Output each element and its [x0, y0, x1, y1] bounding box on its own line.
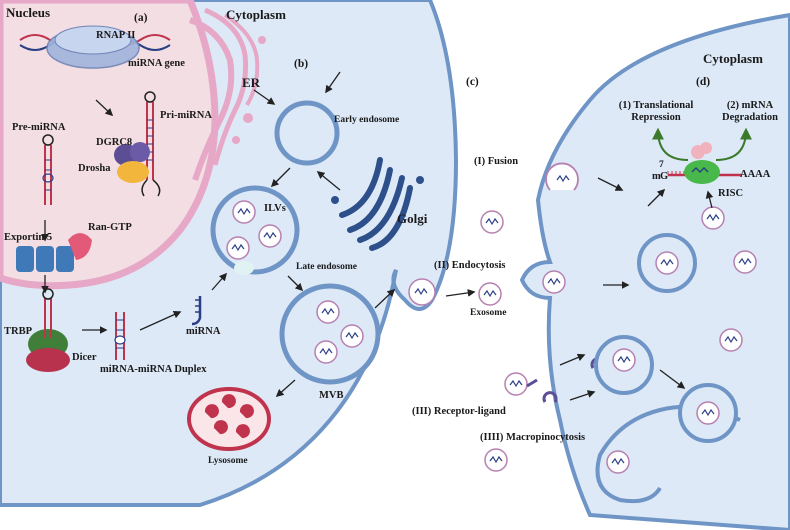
golgi-apparatus [331, 157, 424, 251]
polya-label: AAAA [740, 169, 771, 180]
panel-d-label: (d) [696, 76, 711, 88]
lysosome-label: Lysosome [208, 456, 248, 466]
mvb-label: MVB [319, 390, 344, 401]
recipient-endosomes [542, 206, 757, 474]
translational-repression-label: (1) Translational Repression [606, 100, 706, 123]
mirna-gene-label: miRNA gene [128, 58, 185, 69]
endoplasmic-reticulum [188, 7, 266, 181]
multivesicular-body [279, 283, 381, 385]
risc-label: RISC [718, 188, 744, 199]
panel-a-label: (a) [134, 12, 148, 24]
macropinocytosis-label: (IIII) Macropinocytosis [480, 432, 586, 443]
fusion-vesicle [545, 162, 579, 191]
trbp-label: TRBP [4, 326, 33, 337]
golgi-label: Golgi [397, 211, 428, 226]
dicer-label: Dicer [72, 352, 97, 363]
early-endosome-label: Early endosome [334, 115, 400, 125]
nucleus-label: Nucleus [6, 5, 51, 20]
er-label: ER [242, 75, 261, 90]
drosha-label: Drosha [78, 163, 111, 174]
lysosome [187, 387, 271, 451]
dicer-trbp-complex [26, 288, 70, 372]
mrna-degradation-label: (2) mRNA Degradation [710, 100, 790, 123]
pre-mirna-label: Pre-miRNA [12, 122, 66, 133]
drosha-dgrc8-complex [114, 142, 150, 183]
panel-c-label: (c) [466, 76, 479, 88]
ran-gtp-label: Ran-GTP [88, 222, 132, 233]
exosome-label: Exosome [470, 308, 507, 318]
receptor-ligand-label: (III) Receptor-ligand [412, 406, 506, 417]
late-endosome-label: Late endosome [296, 262, 357, 272]
cytoplasm-left-label: Cytoplasm [226, 7, 286, 22]
rnap-label: RNAP II [96, 30, 136, 41]
degradation-line: Degradation [722, 111, 778, 123]
cap-g-label: G [660, 171, 669, 182]
single-mirna [191, 296, 202, 326]
exportin-label: Exportin 5 [4, 232, 53, 243]
pri-mirna-label: Pri-miRNA [160, 110, 212, 121]
repression-line: Repression [631, 111, 681, 123]
fusion-label: (I) Fusion [474, 156, 519, 167]
dgrc8-label: DGRC8 [96, 137, 133, 148]
cap-m-label: m [652, 171, 661, 182]
pre-mirna-hairpin [42, 134, 54, 205]
panel-b-label: (b) [294, 58, 309, 70]
cap-7-label: 7 [659, 160, 664, 170]
early-endosome [274, 100, 340, 166]
process-arrows [41, 71, 752, 401]
translational-line: (1) Translational [618, 100, 694, 111]
mrna-risc-complex [667, 142, 742, 184]
nucleus [0, 0, 219, 290]
mrna-line: (2) mRNA [726, 100, 774, 111]
budding-exosome [408, 278, 436, 306]
cytoplasm-right-label: Cytoplasm [703, 51, 763, 66]
duplex-label: miRNA-miRNA Duplex [100, 364, 207, 375]
mirna-duplex [114, 312, 126, 360]
endocytosis-label: (II) Endocytosis [434, 260, 506, 271]
mirna-label: miRNA [186, 326, 221, 337]
exportin5-channel [16, 233, 92, 272]
rnap-ii-complex [19, 25, 171, 69]
late-endosome [210, 185, 300, 275]
ilvs-label: ILVs [264, 203, 286, 214]
